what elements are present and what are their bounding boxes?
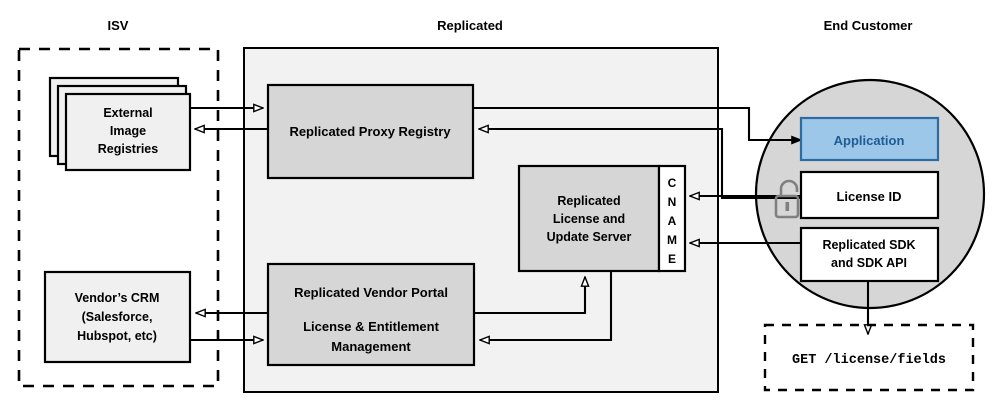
zone-title-replicated: Replicated — [437, 18, 503, 33]
license-server-line-3: Update Server — [547, 230, 632, 244]
node-replicated-proxy-registry[interactable]: Replicated Proxy Registry — [266, 83, 475, 180]
connection-proxy-to-application — [473, 106, 801, 140]
connection-portal-to-license-server — [474, 277, 585, 315]
proxy-registry-box — [266, 83, 475, 180]
proxy-registry-label: Replicated Proxy Registry — [289, 124, 451, 139]
replicated-sdk-line-2: and SDK API — [831, 256, 907, 270]
license-id-box — [799, 170, 940, 220]
node-replicated-vendor-portal[interactable]: Replicated Vendor Portal License & Entit… — [266, 262, 476, 367]
vendor-portal-line-3: Management — [331, 339, 411, 354]
node-application[interactable]: Application — [799, 116, 940, 162]
application-label: Application — [834, 133, 905, 148]
replicated-sdk-box — [799, 226, 940, 283]
cname-letter-c: C — [668, 176, 677, 190]
node-license-update-server[interactable]: Replicated License and Update Server — [517, 164, 661, 273]
node-vendors-crm[interactable]: Vendor’s CRM (Salesforce, Hubspot, etc) — [43, 270, 192, 364]
node-cname-strip[interactable]: C N A M E — [657, 164, 687, 273]
node-api-request[interactable]: GET /license/fields — [763, 323, 975, 392]
cname-letter-a: A — [668, 214, 677, 228]
crm-line-3: Hubspot, etc) — [77, 329, 157, 343]
zone-title-isv: ISV — [108, 18, 129, 33]
vendor-portal-line-2: License & Entitlement — [303, 319, 439, 334]
license-server-line-2: License and — [553, 212, 625, 226]
crm-line-2: (Salesforce, — [82, 310, 153, 324]
license-server-box — [517, 164, 661, 273]
replicated-sdk-line-1: Replicated SDK — [822, 238, 915, 252]
crm-box — [43, 270, 192, 364]
api-request-boundary — [763, 323, 975, 392]
node-license-id[interactable]: License ID — [799, 170, 940, 220]
vendor-portal-line-1: Replicated Vendor Portal — [294, 285, 448, 300]
connection-application-to-proxy — [479, 129, 801, 200]
registries-line-3: Registries — [98, 142, 158, 156]
zone-title-end-customer: End Customer — [824, 18, 913, 33]
cname-letter-n: N — [668, 195, 677, 209]
registries-line-1: External — [103, 106, 152, 120]
license-id-label: License ID — [836, 189, 901, 204]
node-replicated-sdk[interactable]: Replicated SDK and SDK API — [799, 226, 940, 283]
registries-line-2: Image — [110, 124, 146, 138]
cname-letter-e: E — [668, 252, 676, 266]
registry-stack-front — [64, 92, 192, 172]
connection-license-server-to-portal — [480, 271, 613, 340]
isv-zone-boundary — [17, 47, 220, 388]
vendor-portal-box — [266, 262, 476, 367]
cname-letter-m: M — [667, 233, 677, 247]
application-box — [799, 116, 940, 162]
license-server-line-1: Replicated — [557, 194, 620, 208]
crm-line-1: Vendor’s CRM — [75, 291, 160, 305]
node-external-image-registries[interactable]: External Image Registries — [48, 76, 192, 172]
unlocked-padlock-icon — [774, 179, 800, 219]
cname-box — [657, 164, 687, 273]
api-request-label: GET /license/fields — [792, 353, 946, 368]
